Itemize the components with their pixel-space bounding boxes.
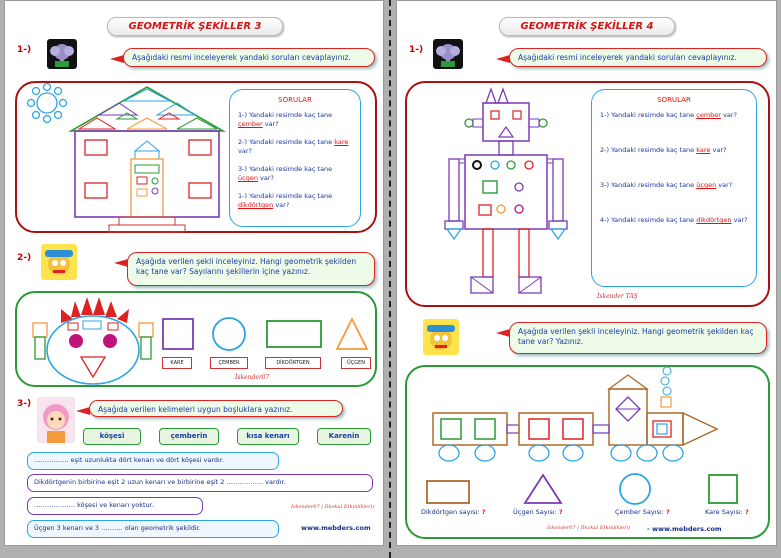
cat-mascot-icon — [423, 319, 459, 355]
fill-in-sentence[interactable]: Dikdörtgenin birbirine eşit 2 uzun kenar… — [27, 474, 373, 492]
train-activity-frame — [405, 365, 770, 539]
question-item: 1-) Yandaki resimde kaç tane çember var? — [238, 111, 333, 128]
instruction-text: Aşağıda verilen kelimeleri uygun boşlukl… — [98, 405, 293, 414]
circle-count-label: Çember Sayısı: ? — [615, 508, 670, 516]
questions-box: SORULAR 1-) Yandaki resimde kaç tane çem… — [229, 89, 361, 227]
questions-box: SORULAR 1-) Yandaki resimde kaç tane çem… — [591, 89, 757, 287]
page-title: GEOMETRİK ŞEKİLLER 4 — [499, 17, 675, 36]
shape-label-circle: ÇEMBER — [210, 357, 248, 369]
instruction-text: Aşağıdaki resmi inceleyerek yandaki soru… — [518, 53, 737, 62]
elephant-mascot-icon — [47, 39, 77, 69]
elephant-mascot-icon — [433, 39, 463, 69]
rectangle-count-label: Dikdörtgen sayısı: ? — [421, 508, 486, 516]
worksheet-left: GEOMETRİK ŞEKİLLER 3 1-) Aşağıdaki resmi… — [4, 0, 384, 546]
fill-in-sentence[interactable]: ………………. köşesi ve kenarı yoktur. — [27, 497, 203, 515]
author-signature: İskender07 ( İlkokul Etkinlikleri) — [547, 525, 631, 531]
fill-in-sentence[interactable]: ……………. eşit uzunlukta dört kenarı ve dör… — [27, 452, 279, 470]
word-chip[interactable]: Karenin — [317, 428, 371, 445]
word-chip[interactable]: çemberin — [159, 428, 219, 445]
instruction-text: Aşağıdaki resmi inceleyerek yandaki soru… — [132, 53, 351, 62]
count-shapes — [426, 473, 738, 505]
section-number: 1-) — [409, 45, 424, 55]
question-item: 3-) Yandaki resimde kaç tane üçgen var? — [600, 181, 733, 189]
girl-mascot-icon — [37, 397, 75, 443]
question-item: 4-) Yandaki resimde kaç tane dikdörtgen … — [600, 216, 748, 224]
house-figure — [26, 82, 226, 233]
instruction-bubble: Aşağıda verilen kelimeleri uygun boşlukl… — [76, 400, 343, 417]
word-chip[interactable]: kısa kenarı — [237, 428, 299, 445]
section-number: 2-) — [17, 253, 32, 263]
page-divider — [389, 0, 391, 558]
section-number: 1-) — [17, 45, 32, 55]
question-item: 2-) Yandaki resimde kaç tane kare var? — [600, 146, 727, 154]
questions-heading: SORULAR — [657, 96, 691, 104]
shape-label-square: KARE — [162, 357, 192, 369]
face-figure — [32, 297, 154, 385]
website-label: - www.mebders.com — [647, 525, 722, 533]
website-label: www.mebders.com — [301, 524, 371, 532]
question-item: 2-) Yandaki resimde kaç tane kare var? — [238, 138, 349, 155]
fill-in-sentence[interactable]: Üçgen 3 kenarı ve 3 ………. olan geometrik … — [27, 520, 279, 538]
question-item: 3-) Yandaki resimde kaç tane üçgen var? — [238, 165, 333, 182]
instruction-bubble: Aşağıdaki resmi inceleyerek yandaki soru… — [110, 48, 375, 67]
page-title: GEOMETRİK ŞEKİLLER 3 — [107, 17, 283, 36]
shape-legend — [162, 316, 369, 351]
questions-heading: SORULAR — [278, 96, 312, 104]
cat-mascot-icon — [41, 244, 77, 280]
triangle-count-label: Üçgen Sayısı: ? — [513, 508, 563, 516]
robot-figure — [444, 87, 568, 294]
section-number: 3-) — [17, 399, 32, 409]
face-activity-frame — [15, 291, 377, 387]
instruction-bubble: Aşağıdaki resmi inceleyerek yandaki soru… — [496, 48, 767, 67]
shape-label-rectangle: DİKDÖRTGEN — [265, 357, 321, 369]
instruction-bubble: Aşağıda verilen şekli inceleyiniz. Hangi… — [496, 322, 767, 354]
author-signature: İskender TAŞ — [597, 293, 638, 300]
instruction-text: Aşağıda verilen şekli inceleyiniz. Hangi… — [518, 327, 754, 346]
instruction-bubble: Aşağıda verilen şekli inceleyiniz. Hangi… — [114, 252, 375, 286]
question-item: 1-) Yandaki resimde kaç tane dikdörtgen … — [238, 192, 333, 209]
word-chip[interactable]: köşesi — [83, 428, 141, 445]
instruction-text: Aşağıda verilen şekli inceleyiniz. Hangi… — [136, 257, 357, 276]
shape-label-triangle: ÜÇGEN — [341, 357, 371, 369]
author-signature: İskender07 — [235, 374, 270, 381]
robot-activity-frame — [405, 81, 770, 307]
question-item: 1-) Yandaki resimde kaç tane çember var? — [600, 111, 737, 119]
author-signature: İskender07 ( İlkokul Etkinlikleri) — [291, 504, 375, 510]
house-activity-frame — [15, 81, 377, 233]
square-count-label: Kare Sayısı: ? — [705, 508, 749, 516]
train-figure — [432, 366, 719, 462]
worksheet-right: GEOMETRİK ŞEKİLLER 4 1-) Aşağıdaki resmi… — [396, 0, 777, 546]
